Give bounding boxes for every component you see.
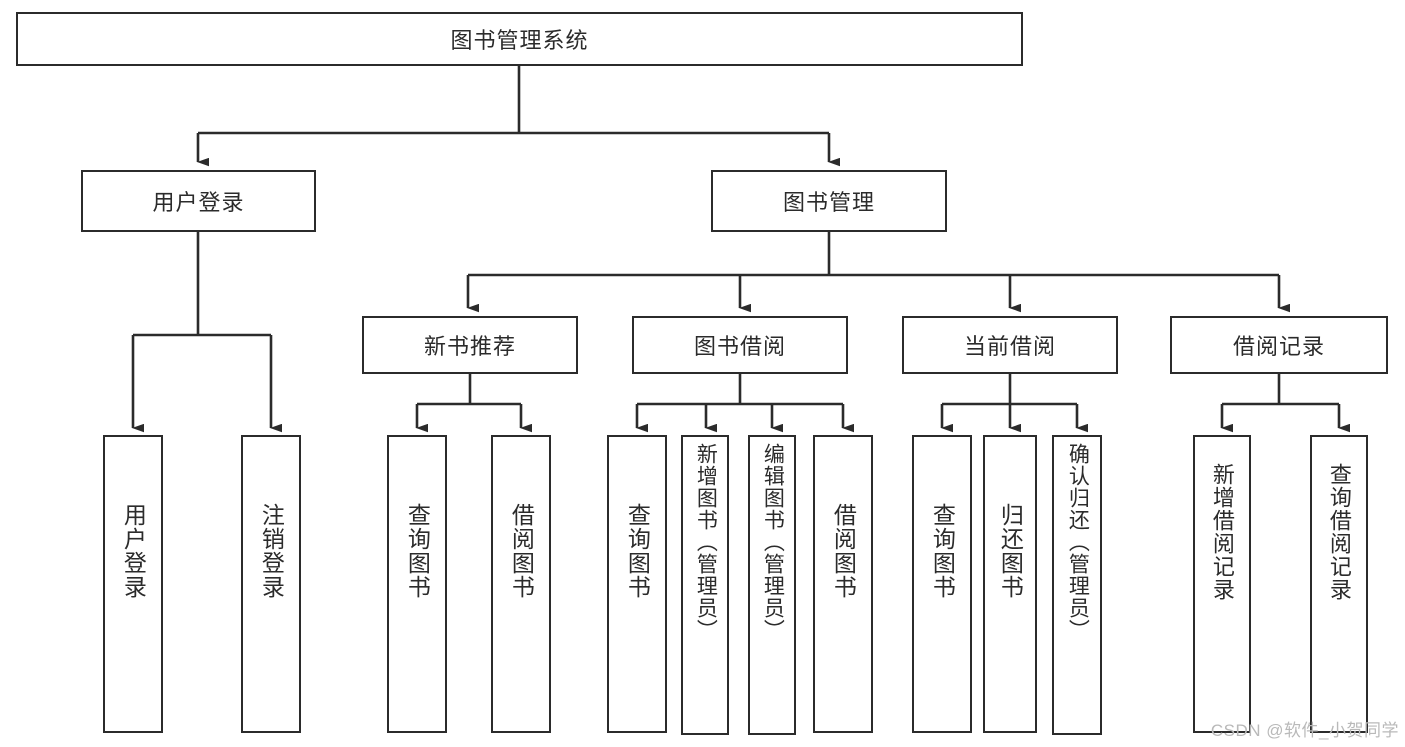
leaf-new-book-query[interactable]: 查询图书 bbox=[387, 435, 447, 733]
node-borrow-record-label: 借阅记录 bbox=[1232, 334, 1325, 359]
node-borrow-record[interactable]: 借阅记录 bbox=[1170, 316, 1388, 374]
leaf-label: 用户登录 bbox=[120, 503, 147, 599]
node-current-borrow-label: 当前借阅 bbox=[963, 334, 1056, 359]
leaf-label: 查询图书 bbox=[404, 503, 431, 599]
node-new-book-recommend[interactable]: 新书推荐 bbox=[362, 316, 578, 374]
leaf-label: 借阅图书 bbox=[508, 503, 535, 599]
node-book-management[interactable]: 图书管理 bbox=[711, 170, 947, 232]
leaf-book-borrow-borrow[interactable]: 借阅图书 bbox=[813, 435, 873, 733]
leaf-current-borrow-query[interactable]: 查询图书 bbox=[912, 435, 972, 733]
node-book-borrow[interactable]: 图书借阅 bbox=[632, 316, 848, 374]
leaf-label: 查询借阅记录 bbox=[1326, 463, 1352, 601]
leaf-borrow-record-query[interactable]: 查询借阅记录 bbox=[1310, 435, 1368, 733]
leaf-label: 归还图书 bbox=[997, 503, 1024, 599]
leaf-new-book-borrow[interactable]: 借阅图书 bbox=[491, 435, 551, 733]
leaf-user-login-login[interactable]: 用户登录 bbox=[103, 435, 163, 733]
node-current-borrow[interactable]: 当前借阅 bbox=[902, 316, 1118, 374]
leaf-label: 确认归还（管理员） bbox=[1066, 443, 1090, 641]
leaf-book-borrow-edit[interactable]: 编辑图书（管理员） bbox=[748, 435, 796, 735]
leaf-book-borrow-query[interactable]: 查询图书 bbox=[607, 435, 667, 733]
node-book-management-label: 图书管理 bbox=[782, 190, 875, 215]
node-root-label: 图书管理系统 bbox=[450, 28, 589, 53]
leaf-current-borrow-return[interactable]: 归还图书 bbox=[983, 435, 1037, 733]
leaf-label: 查询图书 bbox=[929, 503, 956, 599]
leaf-label: 借阅图书 bbox=[830, 503, 857, 599]
node-user-login-label: 用户登录 bbox=[152, 190, 245, 215]
node-new-book-recommend-label: 新书推荐 bbox=[423, 334, 516, 359]
node-book-borrow-label: 图书借阅 bbox=[693, 334, 786, 359]
watermark: CSDN @软件_小贺同学 bbox=[1210, 721, 1399, 740]
leaf-label: 查询图书 bbox=[624, 503, 651, 599]
leaf-borrow-record-add[interactable]: 新增借阅记录 bbox=[1193, 435, 1251, 733]
leaf-label: 新增图书（管理员） bbox=[694, 443, 718, 641]
leaf-user-login-logout[interactable]: 注销登录 bbox=[241, 435, 301, 733]
node-root[interactable]: 图书管理系统 bbox=[16, 12, 1023, 66]
leaf-label: 注销登录 bbox=[258, 503, 285, 599]
leaf-book-borrow-add[interactable]: 新增图书（管理员） bbox=[681, 435, 729, 735]
node-user-login[interactable]: 用户登录 bbox=[81, 170, 316, 232]
leaf-label: 新增借阅记录 bbox=[1209, 463, 1235, 601]
leaf-label: 编辑图书（管理员） bbox=[761, 443, 785, 641]
leaf-current-borrow-confirm[interactable]: 确认归还（管理员） bbox=[1052, 435, 1102, 735]
